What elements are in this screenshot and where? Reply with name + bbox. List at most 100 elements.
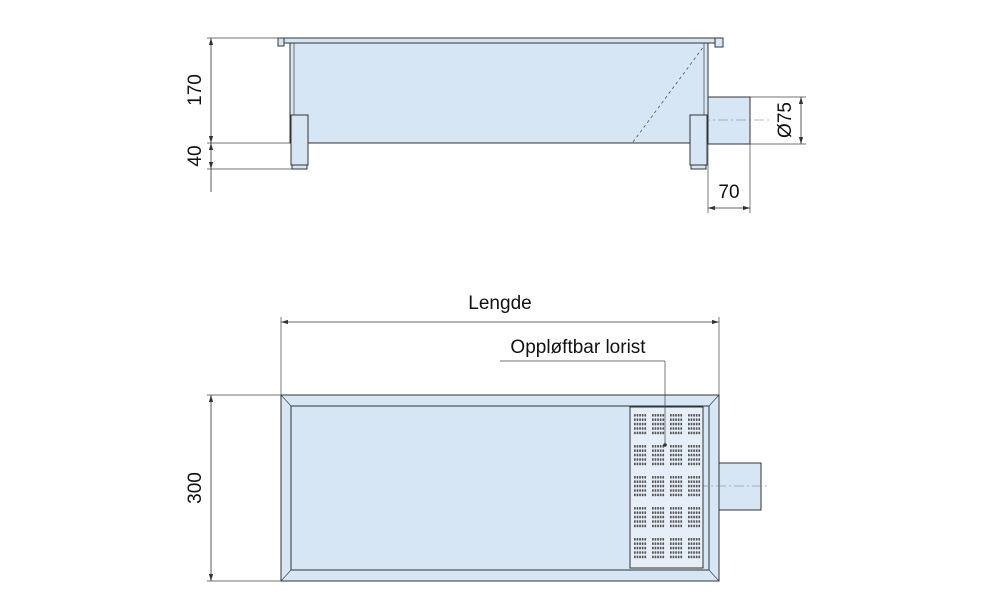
grate-slot (652, 422, 654, 426)
grate-slot (652, 489, 654, 492)
grate-slot (657, 489, 659, 492)
grate-slot (677, 462, 680, 466)
grate-slot (652, 418, 654, 421)
grate-slot (657, 524, 659, 528)
grate-slot (639, 551, 641, 554)
grate-slot (675, 542, 677, 545)
grate-slot (672, 542, 675, 545)
grate-slot (672, 480, 675, 483)
grate-slot (677, 484, 680, 488)
grate-slot (644, 489, 647, 492)
grate-slot (677, 546, 680, 550)
grate-slot (690, 551, 693, 554)
grate-slot (652, 511, 654, 514)
side-rim-lip-left (277, 37, 285, 47)
grate-slot (634, 551, 636, 554)
grate-slot (659, 515, 662, 519)
grate-slot (677, 449, 680, 452)
grate-slot (690, 520, 693, 523)
grate-slot (659, 542, 662, 545)
grate-slot (636, 538, 639, 541)
grate-slot (693, 414, 695, 417)
grate-slot (652, 458, 654, 461)
grate-slot (654, 449, 657, 452)
grate-slot (636, 414, 639, 417)
grate-slot (644, 520, 647, 523)
grate-slot (690, 458, 693, 461)
grate-slot (659, 476, 662, 479)
grate-slot (672, 551, 675, 554)
grate-slot (652, 414, 654, 417)
grate-slot (698, 480, 701, 483)
grate-slot (641, 431, 644, 435)
grate-slot (698, 484, 701, 488)
grate-slot (644, 418, 647, 421)
grate-slot (644, 462, 647, 466)
grate-slot (636, 480, 639, 483)
grate-slot (675, 453, 677, 457)
grate-slot (672, 476, 675, 479)
grate-slot (690, 414, 693, 417)
grate-slot (698, 418, 701, 421)
grate-slot (657, 515, 659, 519)
grate-slot (672, 453, 675, 457)
grate-slot (675, 458, 677, 461)
grate-slot (659, 445, 662, 448)
grate-slot (654, 538, 657, 541)
grate-slot (698, 445, 701, 448)
grate-slot (695, 489, 698, 492)
grate-slot (641, 484, 644, 488)
grate-slot (698, 538, 701, 541)
grate-slot (657, 427, 659, 430)
side-view: 170 40 Ø75 70 (185, 37, 806, 213)
grate-slot (688, 414, 690, 417)
grate-slot (636, 489, 639, 492)
grate-slot (677, 431, 680, 435)
grate-slot (688, 538, 690, 541)
grate-slot (690, 538, 693, 541)
grate-slot (659, 524, 662, 528)
grate-slot (675, 507, 677, 510)
grate-slot (677, 507, 680, 510)
grate-slot (677, 551, 680, 554)
grate-slot (654, 484, 657, 488)
grate-slot (672, 555, 675, 559)
grate-slot (662, 458, 665, 461)
grate-slot (641, 551, 644, 554)
grate-slot (693, 445, 695, 448)
grate-slot (634, 422, 636, 426)
grate-slot (654, 507, 657, 510)
grate-perforation (634, 414, 701, 559)
grate-slot (636, 507, 639, 510)
grate-slot (652, 507, 654, 510)
grate-slot (662, 524, 665, 528)
grate-slot (659, 480, 662, 483)
grate-slot (680, 520, 683, 523)
grate-slot (693, 453, 695, 457)
grate-slot (662, 493, 665, 497)
grate-slot (641, 449, 644, 452)
grate-slot (657, 546, 659, 550)
grate-slot (641, 520, 644, 523)
grate-slot (672, 493, 675, 497)
grate-slot (659, 551, 662, 554)
grate-slot (695, 462, 698, 466)
grate-slot (652, 480, 654, 483)
grate-slot (636, 458, 639, 461)
grate-slot (654, 453, 657, 457)
side-hidden-slope (632, 45, 705, 143)
grate-slot (654, 431, 657, 435)
grate-slot (672, 449, 675, 452)
grate-slot (652, 484, 654, 488)
grate-slot (698, 414, 701, 417)
grate-slot (634, 458, 636, 461)
grate-slot (641, 511, 644, 514)
grate-slot (670, 542, 672, 545)
grate-slot (670, 507, 672, 510)
grate-slot (670, 462, 672, 466)
grate-slot (690, 418, 693, 421)
grate-slot (695, 484, 698, 488)
grate-slot (695, 414, 698, 417)
grate-slot (690, 484, 693, 488)
grate-slot (672, 515, 675, 519)
